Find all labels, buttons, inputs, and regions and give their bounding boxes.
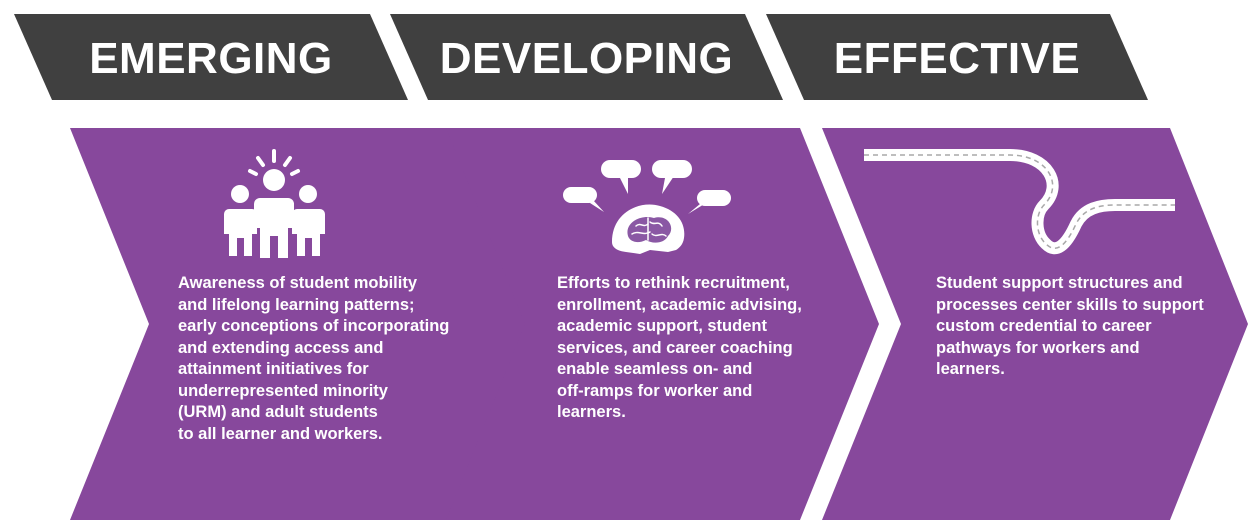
description-line: and extending access and — [178, 338, 384, 357]
description-line: and lifelong learning patterns; — [178, 295, 415, 314]
description-line: academic support, student — [557, 317, 767, 335]
emerging-chevron — [70, 128, 527, 520]
description-line: custom credential to career — [936, 317, 1152, 335]
description-line: early conceptions of incorporating — [178, 317, 450, 335]
developing-chevron — [446, 128, 879, 520]
people-group-icon — [224, 149, 325, 258]
effective-banner — [766, 14, 1148, 100]
description-line: to all learner and workers. — [178, 424, 383, 443]
effective-chevron — [822, 128, 1248, 520]
description-line: Student support structures and — [936, 274, 1183, 292]
description-line: off-ramps for worker and — [557, 381, 753, 400]
description-line: Efforts to rethink recruitment, — [557, 274, 790, 292]
description-line: processes center skills to support — [936, 295, 1204, 314]
description-line: pathways for workers and — [936, 338, 1140, 357]
emerging-banner — [14, 14, 408, 100]
stage-title-emerging: EMERGING — [89, 34, 333, 83]
stage-title-developing: DEVELOPING — [439, 34, 734, 83]
description-line: Awareness of student mobility — [178, 274, 417, 292]
description-line: learners. — [936, 360, 1005, 378]
winding-road-icon — [864, 149, 1175, 255]
description-line: enrollment, academic advising, — [557, 295, 802, 314]
developing-banner — [390, 14, 783, 100]
stage-title-effective: EFFECTIVE — [833, 34, 1081, 83]
effective-description: Student support structures and processes… — [936, 273, 1204, 381]
description-line: (URM) and adult students — [178, 403, 378, 421]
description-line: underrepresented minority — [178, 381, 388, 400]
description-line: attainment initiatives for — [178, 360, 369, 378]
description-line: learners. — [557, 403, 626, 421]
description-line: services, and career coaching — [557, 338, 793, 357]
developing-description: Efforts to rethink recruitment, enrollme… — [557, 273, 802, 424]
brain-speech-bubbles-icon — [563, 160, 731, 254]
description-line: enable seamless on- and — [557, 360, 753, 378]
emerging-description: Awareness of student mobility and lifelo… — [178, 273, 449, 445]
